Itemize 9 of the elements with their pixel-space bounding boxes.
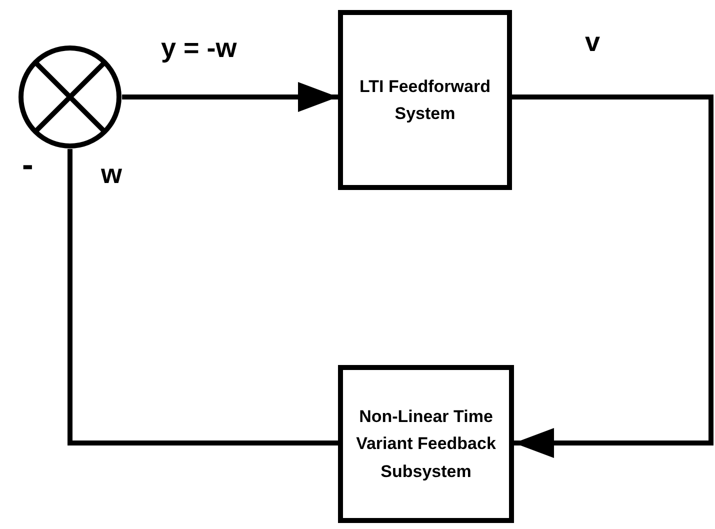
box-label: Non-Linear Time Variant Feedback Subsystem — [355, 406, 497, 483]
process-box — [338, 365, 514, 523]
arrow — [122, 82, 338, 112]
sign-label: - — [22, 148, 34, 182]
connector-line — [68, 149, 338, 446]
arrow — [512, 94, 714, 458]
summing-junction — [18, 45, 122, 149]
box-label: LTI Feedforward System — [358, 76, 492, 125]
process-box — [338, 10, 512, 190]
